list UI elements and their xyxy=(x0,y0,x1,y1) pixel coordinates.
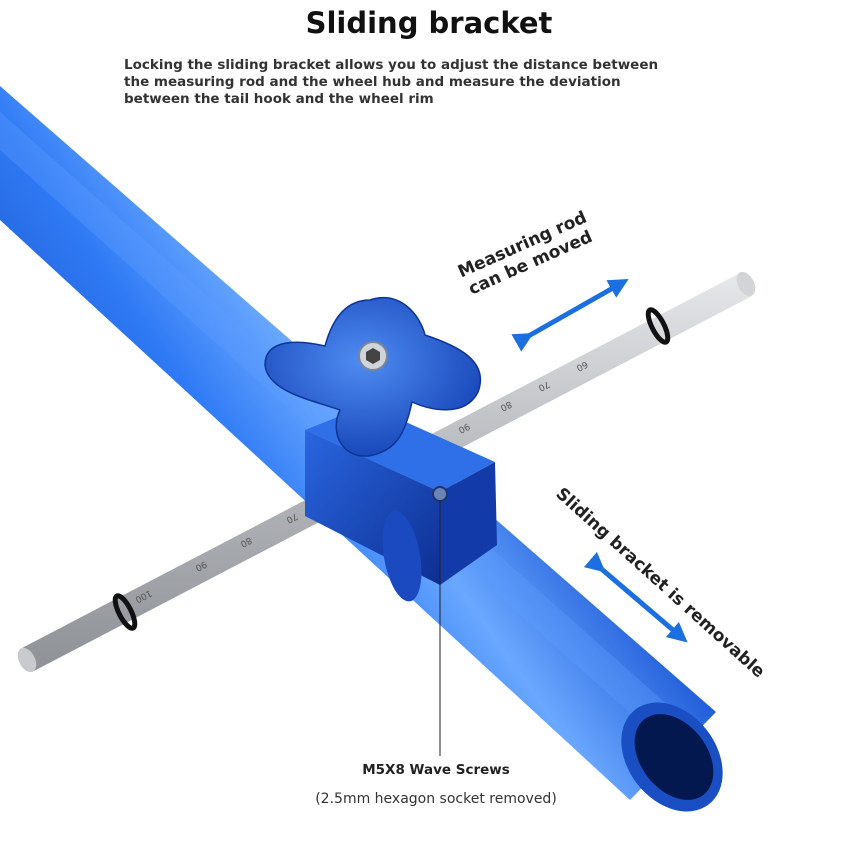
scale-number: 70 xyxy=(284,510,299,524)
scale-number: 80 xyxy=(498,398,513,412)
rod-movement-arrow xyxy=(511,279,629,352)
description-text: Locking the sliding bracket allows you t… xyxy=(124,57,659,107)
screw-note: (2.5mm hexagon socket removed) xyxy=(315,791,557,807)
scale-number: 90 xyxy=(193,558,208,572)
locking-knob xyxy=(264,297,481,457)
scale-number: 90 xyxy=(456,420,471,434)
bracket-movement-arrow xyxy=(583,551,688,643)
screw-label: M5X8 Wave Screws xyxy=(362,762,510,778)
scale-number: 60 xyxy=(574,358,589,372)
scale-number: 70 xyxy=(536,378,551,392)
scale-number: 80 xyxy=(238,534,253,548)
page-title: Sliding bracket xyxy=(305,6,553,40)
wave-screw xyxy=(432,486,448,502)
